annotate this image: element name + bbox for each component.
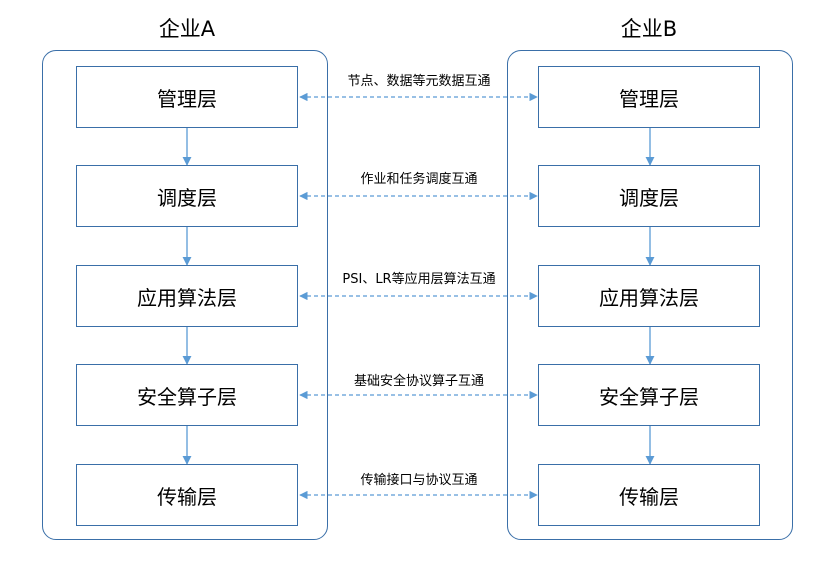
interconnect-label-security-protocol: 基础安全协议算子互通 — [353, 374, 484, 389]
enterprise-b-layer-management: 管理层 — [538, 66, 760, 128]
interconnect-label-transport: 传输接口与协议互通 — [360, 473, 478, 488]
enterprise-b-layer-scheduling: 调度层 — [538, 165, 760, 227]
enterprise-a-layer-security-operator: 安全算子层 — [76, 364, 298, 426]
enterprise-b-layer-security-operator: 安全算子层 — [538, 364, 760, 426]
interconnect-label-metadata: 节点、数据等元数据互通 — [347, 74, 491, 89]
enterprise-a-layer-application-algorithm: 应用算法层 — [76, 265, 298, 327]
enterprise-b-layer-application-algorithm: 应用算法层 — [538, 265, 760, 327]
enterprise-a-title: 企业A — [158, 17, 216, 41]
interconnect-label-algorithm: PSI、LR等应用层算法互通 — [342, 272, 496, 287]
enterprise-b-layer-transport: 传输层 — [538, 464, 760, 526]
enterprise-a-layer-scheduling: 调度层 — [76, 165, 298, 227]
enterprise-a-layer-management: 管理层 — [76, 66, 298, 128]
interconnect-label-scheduling: 作业和任务调度互通 — [360, 172, 478, 187]
enterprise-b-title: 企业B — [620, 17, 678, 41]
enterprise-a-layer-transport: 传输层 — [76, 464, 298, 526]
